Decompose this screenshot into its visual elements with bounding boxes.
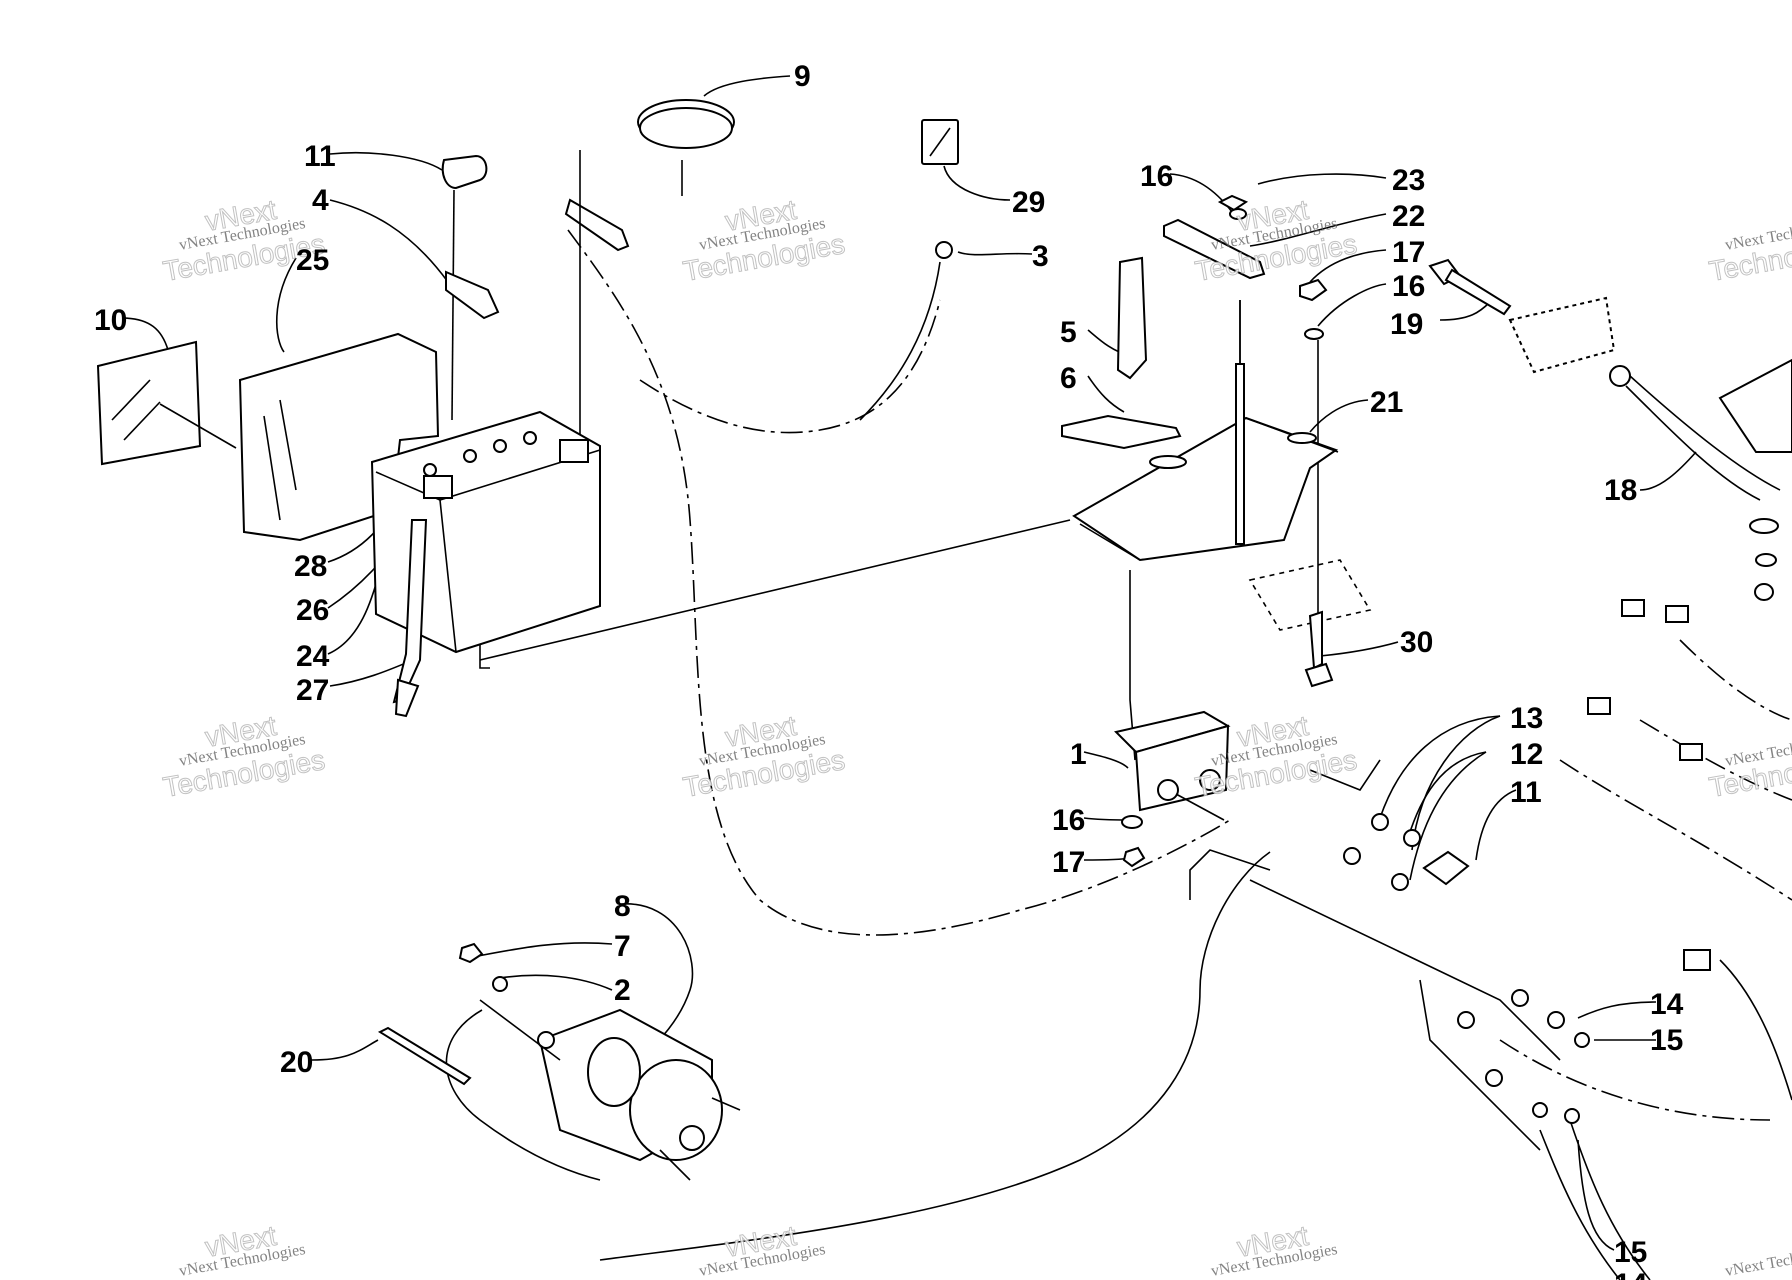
bolt	[1428, 258, 1512, 316]
clamp-part	[637, 99, 735, 196]
starter-cable	[377, 999, 561, 1086]
connectors	[1457, 599, 1711, 1124]
terminal-cover	[441, 154, 488, 421]
callout-21: 21	[1370, 386, 1403, 419]
lock-nut	[1299, 278, 1328, 340]
battery	[370, 410, 601, 654]
callout-11: 11	[304, 140, 336, 173]
callout-15: 15	[1650, 1024, 1683, 1057]
strap-part	[1116, 256, 1148, 380]
callout-labels: 9 29 3 11 4 25 10 28 26 24 27 16 23 22 1…	[94, 60, 1684, 1280]
callout-3: 3	[1032, 240, 1049, 273]
callout-11: 11	[1510, 776, 1542, 809]
frame-section	[1248, 559, 1372, 631]
battery-tray	[1072, 300, 1339, 562]
callout-6: 6	[1060, 362, 1077, 395]
callout-17: 17	[1052, 846, 1085, 879]
callout-28: 28	[294, 550, 327, 583]
callout-19: 19	[1390, 308, 1423, 341]
callout-10: 10	[94, 304, 127, 337]
callout-14: 14	[1614, 1268, 1648, 1280]
callout-23: 23	[1392, 164, 1425, 197]
decal-part	[921, 119, 959, 165]
reflector-plate	[96, 340, 237, 466]
callout-13: 13	[1510, 702, 1543, 735]
battery-strap	[392, 519, 428, 718]
rod-support	[1609, 365, 1781, 601]
callout-15: 15	[1614, 1236, 1647, 1269]
callout-4: 4	[312, 184, 329, 217]
wiring-harness	[445, 229, 1792, 1280]
callout-25: 25	[296, 244, 329, 277]
callout-9: 9	[794, 60, 811, 93]
callout-24: 24	[296, 640, 330, 673]
callout-29: 29	[1012, 186, 1045, 219]
pad-part	[1061, 414, 1182, 450]
callout-7: 7	[614, 930, 631, 963]
bracket-piece	[1508, 296, 1616, 374]
side-panel	[1718, 358, 1792, 453]
watermark-text: vNext	[203, 1220, 279, 1263]
callout-16: 16	[1392, 270, 1425, 303]
callout-8: 8	[614, 890, 631, 923]
callout-16: 16	[1052, 804, 1085, 837]
callout-1: 1	[1070, 738, 1087, 771]
callout-20: 20	[280, 1046, 313, 1079]
callout-5: 5	[1060, 316, 1077, 349]
callout-26: 26	[296, 594, 329, 627]
callout-12: 12	[1510, 738, 1543, 771]
callout-17: 17	[1392, 236, 1425, 269]
hold-down-bar	[1163, 218, 1266, 280]
mounting-bolt	[1304, 610, 1334, 688]
starter-nut	[458, 942, 555, 1049]
callout-2: 2	[614, 974, 631, 1007]
watermark-text: vNext Technologies	[1724, 1241, 1792, 1280]
solenoid-nuts	[1121, 815, 1146, 868]
callout-30: 30	[1400, 626, 1433, 659]
ground-cable	[859, 241, 953, 421]
callout-18: 18	[1604, 474, 1637, 507]
callout-14: 14	[1650, 988, 1684, 1021]
solenoid	[1114, 710, 1231, 821]
watermarks: vNext Technologies vNext Technologies vN…	[160, 193, 1792, 1280]
wing-nut	[1217, 194, 1249, 220]
callout-22: 22	[1392, 200, 1425, 233]
terminal-hardware	[1343, 813, 1470, 891]
starter-motor	[538, 1008, 741, 1181]
callout-27: 27	[296, 674, 329, 707]
callout-16: 16	[1140, 160, 1173, 193]
leader-lines	[121, 75, 1697, 1251]
battery-cable	[445, 150, 630, 450]
